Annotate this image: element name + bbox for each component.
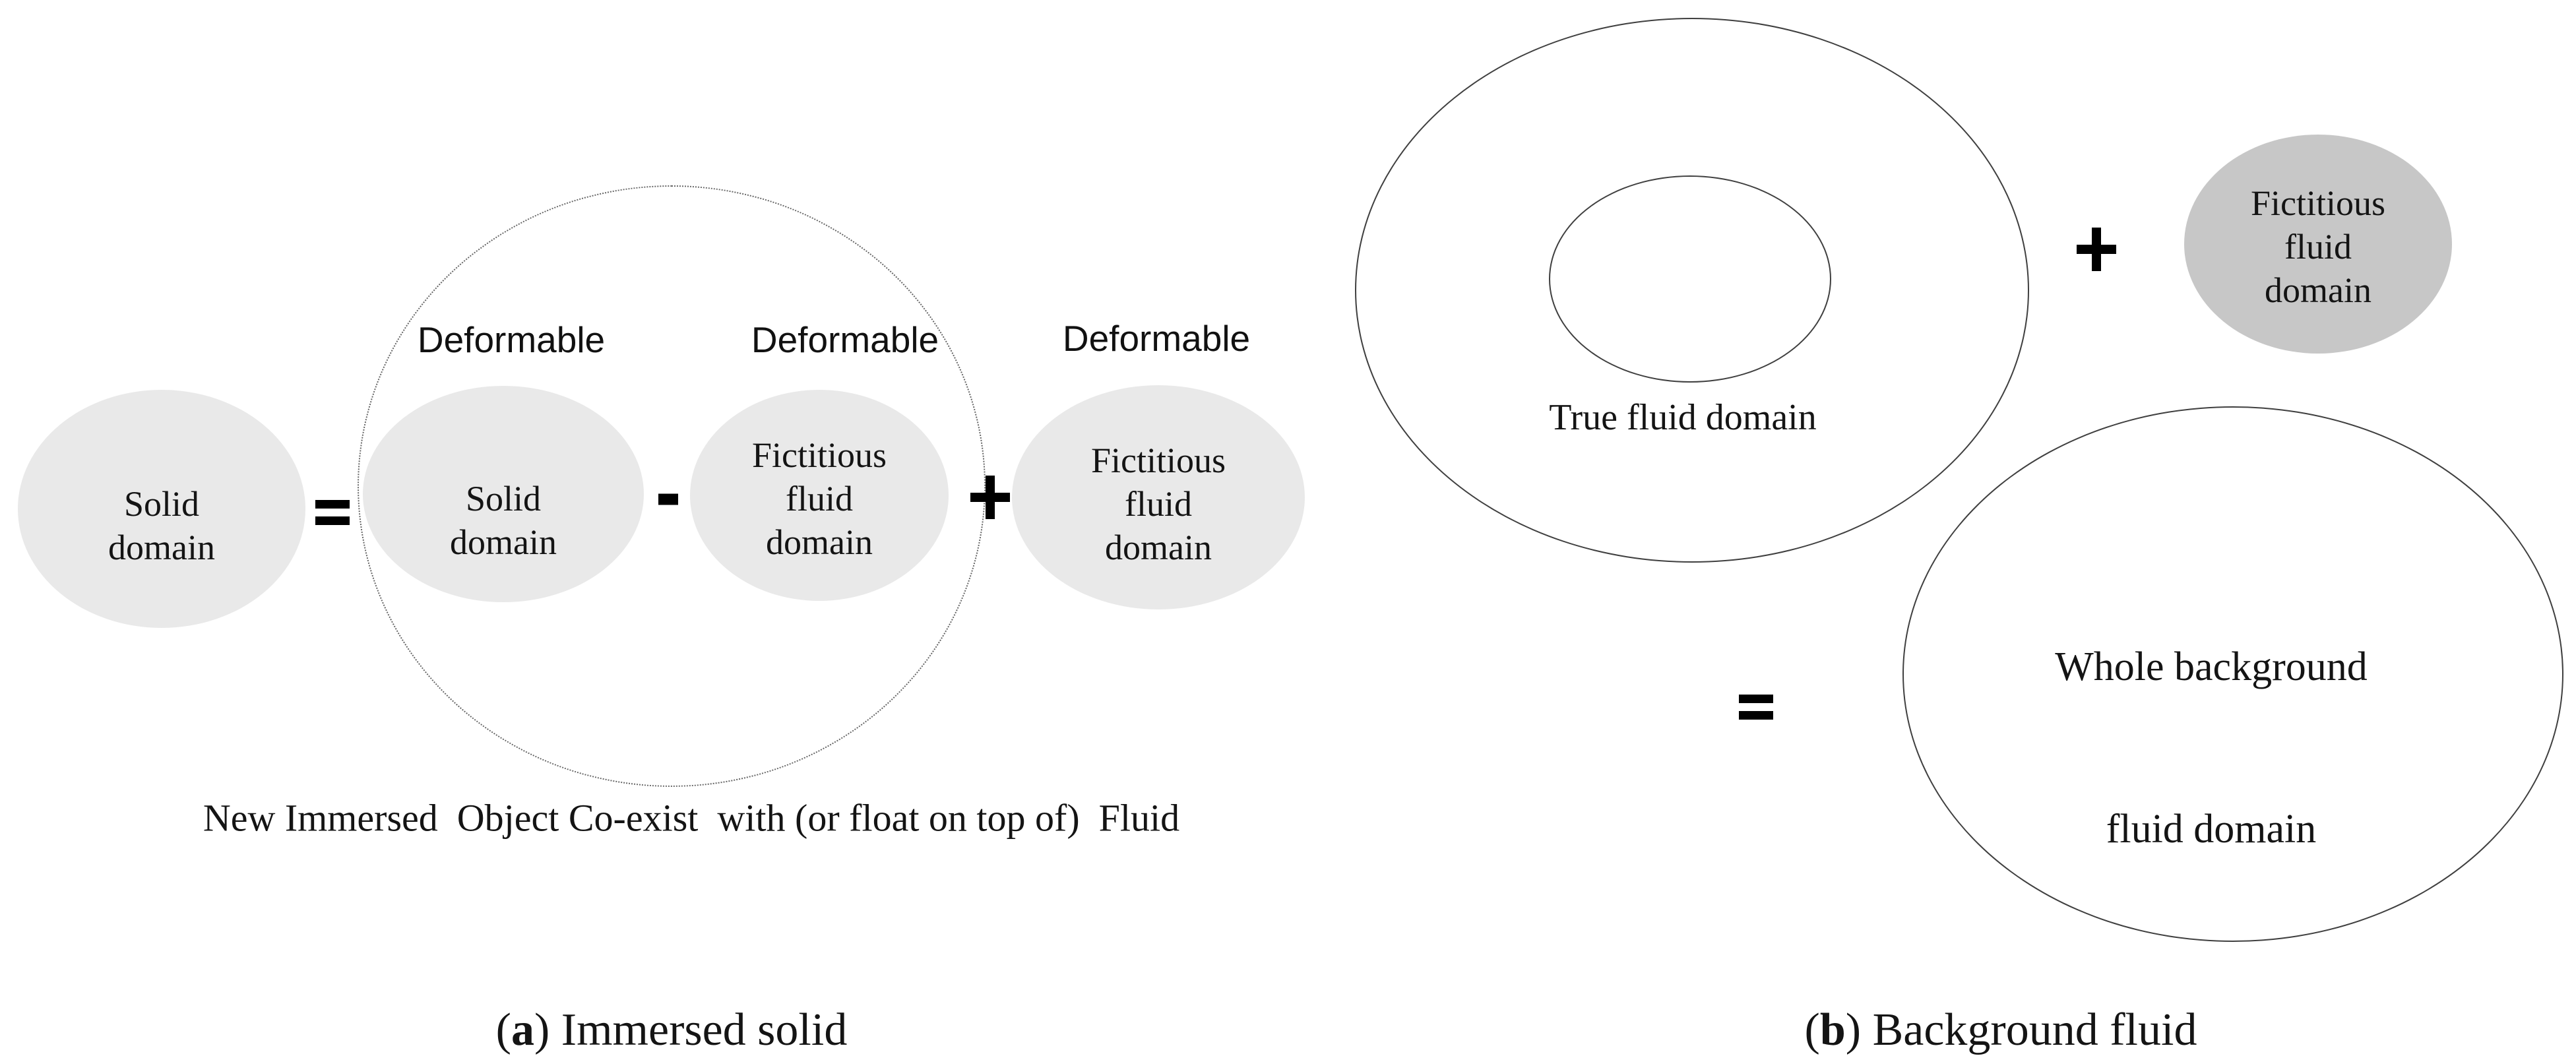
equals-bar [1739, 695, 1773, 703]
true-fluid-outer-ellipse [1355, 18, 2029, 563]
label-line: domain [108, 527, 215, 567]
label-line: fluid [786, 479, 853, 518]
label-line: Solid [123, 483, 200, 524]
equals-operator-a [315, 500, 350, 525]
label-line: domain [2265, 270, 2372, 310]
equals-bar [315, 516, 350, 525]
deformable-label-2: Deformable [751, 319, 939, 360]
plus-operator-a [970, 476, 1010, 519]
minus-bar [658, 493, 678, 505]
true-fluid-domain-label: True fluid domain [1549, 397, 1817, 438]
caption-text: ) Background fluid [1845, 1005, 2197, 1055]
deformable-region-dotted-circle [358, 185, 986, 787]
caption-paren: ( [1804, 1005, 1820, 1055]
plus-vertical-bar [2092, 228, 2101, 271]
plus-vertical-bar [986, 476, 995, 519]
solid-domain-label: Solid domain [450, 477, 557, 564]
plus-operator-b [2077, 228, 2116, 271]
equals-bar [1739, 711, 1773, 720]
solid-domain-ellipse-in-circle: Solid domain [363, 386, 644, 602]
fictitious-fluid-label: Fictitious fluid domain [752, 433, 887, 564]
label-line: fluid [2284, 227, 2352, 266]
caption-letter: b [1819, 1005, 1846, 1055]
equals-bar [315, 500, 350, 509]
caption-background-fluid: (b) Background fluid [1759, 951, 2197, 1056]
label-line: domain [766, 522, 873, 562]
label-line: domain [1105, 528, 1212, 567]
fictitious-fluid-ellipse-in-circle: Fictitious fluid domain [690, 390, 949, 601]
deformable-label-1: Deformable [417, 319, 606, 360]
fictitious-fluid-ellipse-dark: Fictitious fluid domain [2184, 135, 2452, 354]
label-line: Fictitious [2250, 183, 2386, 223]
solid-domain-label: Solid domain [108, 482, 215, 569]
equals-operator-b [1739, 695, 1773, 720]
whole-background-fluid-ellipse [1902, 406, 2563, 942]
label-line: Fictitious [1090, 441, 1226, 480]
true-fluid-inner-hole-ellipse [1549, 175, 1831, 383]
caption-paren: ( [495, 1005, 511, 1055]
label-line: fluid domain [2106, 807, 2317, 852]
minus-operator [658, 493, 678, 505]
solid-domain-ellipse-standalone: Solid domain [18, 390, 305, 628]
fictitious-fluid-label: Fictitious fluid domain [1091, 439, 1226, 569]
label-line: Whole background [2055, 644, 2368, 689]
whole-background-fluid-label: Whole background fluid domain [2055, 532, 2367, 964]
caption-text: ) Immersed solid [534, 1005, 848, 1055]
caption-immersed-solid: (a) Immersed solid [450, 951, 848, 1056]
caption-letter: a [511, 1005, 534, 1055]
immersed-object-note: New Immersed Object Co-exist with (or fl… [203, 796, 1180, 840]
label-line: Solid [465, 479, 542, 518]
label-line: fluid [1125, 484, 1192, 524]
fictitious-fluid-ellipse-standalone: Fictitious fluid domain [1012, 385, 1305, 609]
deformable-label-3: Deformable [1062, 318, 1251, 359]
fictitious-fluid-label: Fictitious fluid domain [2251, 181, 2385, 312]
label-line: Fictitious [751, 435, 887, 475]
label-line: domain [450, 522, 557, 562]
